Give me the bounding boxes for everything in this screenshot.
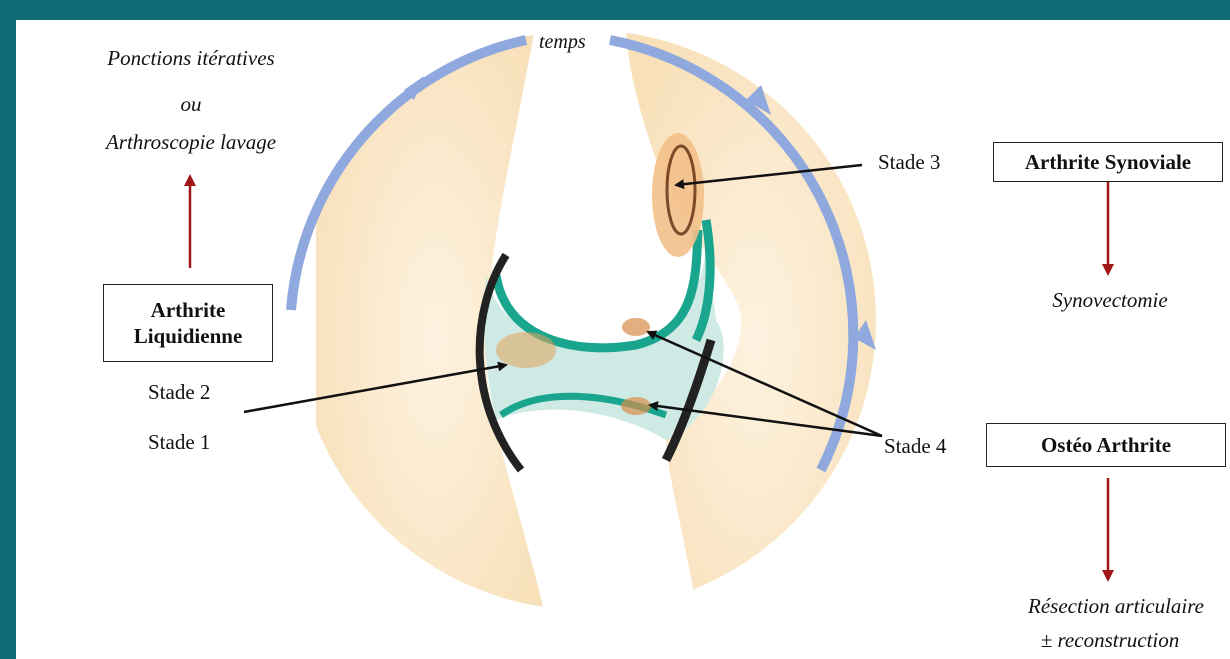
diagram-canvas: temps Ponctions itératives ou Arthroscop… — [16, 20, 1230, 659]
treatment-osteo-line2: ± reconstruction — [1041, 628, 1179, 652]
box-liquidienne-line2: Liquidienne — [134, 323, 243, 349]
treatment-synoviale: Synovectomie — [1052, 288, 1167, 312]
box-arthrite-synoviale: Arthrite Synoviale — [993, 142, 1223, 182]
time-label: temps — [539, 30, 586, 54]
left-treatment-line3: Arthroscopie lavage — [106, 130, 276, 154]
box-osteo-arthrite: Ostéo Arthrite — [986, 423, 1226, 467]
stade3-label: Stade 3 — [878, 150, 940, 174]
treatment-osteo-line1: Résection articulaire — [1028, 594, 1204, 618]
stade1-label: Stade 1 — [148, 430, 210, 454]
box-arthrite-liquidienne: Arthrite Liquidienne — [103, 284, 273, 362]
fluid-speckles — [496, 332, 556, 368]
erosion-lower — [621, 397, 651, 415]
left-treatment-line2: ou — [181, 92, 202, 116]
stade2-label: Stade 2 — [148, 380, 210, 404]
erosion-upper — [622, 318, 650, 336]
stade4-label: Stade 4 — [884, 434, 946, 458]
box-liquidienne-line1: Arthrite — [151, 297, 226, 323]
left-treatment-line1: Ponctions itératives — [107, 46, 274, 70]
